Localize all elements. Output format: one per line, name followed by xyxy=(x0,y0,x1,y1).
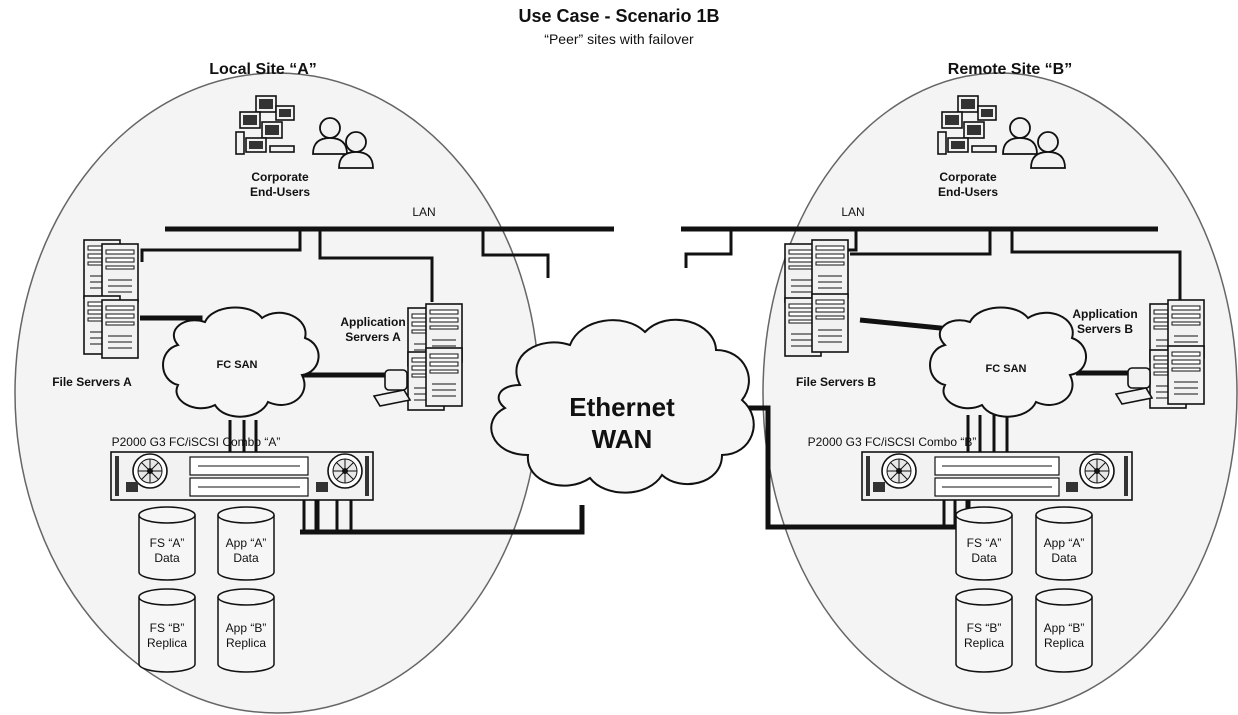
volume-cylinder: App “B” Replica xyxy=(1035,588,1093,673)
file-servers-b: File Servers B xyxy=(784,239,876,389)
users-b-label-line2: End-Users xyxy=(938,185,998,199)
volume-cylinder: App “B” Replica xyxy=(217,588,275,673)
server-icon xyxy=(83,239,139,359)
fan-icon xyxy=(881,453,917,489)
volume-a-app-a-line2: Data xyxy=(233,551,259,565)
app-servers-a-label-line1: Application xyxy=(340,315,405,329)
volume-a-app-b-line1: App “B” xyxy=(226,621,267,635)
workstations-icon xyxy=(235,95,295,155)
volume-cylinder: FS “B” Replica xyxy=(955,588,1013,673)
server-icon xyxy=(407,303,463,411)
diagram-title: Use Case - Scenario 1B xyxy=(518,6,719,26)
fan-icon xyxy=(132,453,168,489)
volume-cylinder: FS “A” Data xyxy=(955,506,1013,581)
fc-san-a-cloud: FC SAN xyxy=(162,306,320,418)
fc-san-b-cloud: FC SAN xyxy=(929,306,1087,418)
tape-drive-icon xyxy=(372,369,412,407)
ethernet-wan-cloud: Ethernet WAN xyxy=(490,318,755,494)
volume-cylinder: FS “B” Replica xyxy=(138,588,196,673)
volume-b-app-b-line2: Replica xyxy=(1044,636,1084,650)
users-a-label-line2: End-Users xyxy=(250,185,310,199)
wan-label-line1: Ethernet xyxy=(569,392,675,422)
volumes-b: FS “A” Data App “A” Data FS “B” Replica … xyxy=(955,506,1093,673)
application-servers-a: Application Servers A xyxy=(340,303,463,411)
fan-icon xyxy=(1079,453,1115,489)
fc-san-b-label: FC SAN xyxy=(986,363,1027,375)
wan-label-line2: WAN xyxy=(592,424,653,454)
fan-icon xyxy=(327,453,363,489)
storage-array-b: P2000 G3 FC/iSCSI Combo “B” xyxy=(808,435,1133,501)
array-b-label: P2000 G3 FC/iSCSI Combo “B” xyxy=(808,435,977,449)
server-icon xyxy=(784,239,849,357)
server-icon xyxy=(1149,299,1205,409)
lan-b-label: LAN xyxy=(841,205,864,219)
volume-b-fs-a-line1: FS “A” xyxy=(967,536,1002,550)
volume-b-fs-a-line2: Data xyxy=(971,551,997,565)
volume-cylinder: FS “A” Data xyxy=(138,506,196,581)
lan-a-label: LAN xyxy=(412,205,435,219)
volume-b-fs-b-line1: FS “B” xyxy=(967,621,1002,635)
app-servers-b-label-line1: Application xyxy=(1072,307,1137,321)
volume-a-fs-a-line2: Data xyxy=(154,551,180,565)
volume-cylinder: App “A” Data xyxy=(217,506,275,581)
volume-cylinder: App “A” Data xyxy=(1035,506,1093,581)
volume-a-app-b-line2: Replica xyxy=(226,636,266,650)
volume-b-app-a-line2: Data xyxy=(1051,551,1077,565)
volume-b-app-b-line1: App “B” xyxy=(1044,621,1085,635)
workstations-icon xyxy=(937,95,997,155)
volume-a-fs-a-line1: FS “A” xyxy=(150,536,185,550)
file-servers-a: File Servers A xyxy=(52,239,139,389)
remote-site-title: Remote Site “B” xyxy=(948,61,1072,78)
storage-array-a: P2000 G3 FC/iSCSI Combo “A” xyxy=(110,435,374,501)
array-a-label: P2000 G3 FC/iSCSI Combo “A” xyxy=(112,435,281,449)
file-servers-b-label: File Servers B xyxy=(796,375,876,389)
volume-a-fs-b-line2: Replica xyxy=(147,636,187,650)
volume-a-fs-b-line1: FS “B” xyxy=(150,621,185,635)
users-b-label-line1: Corporate xyxy=(939,170,997,184)
app-servers-b-label-line2: Servers B xyxy=(1077,322,1133,336)
users-a-label-line1: Corporate xyxy=(251,170,309,184)
diagram-subtitle: “Peer” sites with failover xyxy=(544,31,694,47)
fc-san-a-label: FC SAN xyxy=(217,359,258,371)
local-site-title: Local Site “A” xyxy=(209,61,317,78)
tape-drive-icon xyxy=(1114,367,1154,405)
corporate-users-a: Corporate End-Users xyxy=(235,95,374,199)
volume-b-app-a-line1: App “A” xyxy=(1044,536,1085,550)
volume-a-app-a-line1: App “A” xyxy=(226,536,267,550)
volumes-a: FS “A” Data App “A” Data FS “B” Replica … xyxy=(138,506,275,673)
app-servers-a-label-line2: Servers A xyxy=(345,330,401,344)
file-servers-a-label: File Servers A xyxy=(52,375,132,389)
volume-b-fs-b-line2: Replica xyxy=(964,636,1004,650)
application-servers-b: Application Servers B xyxy=(1072,299,1205,409)
corporate-users-b: Corporate End-Users xyxy=(937,95,1066,199)
